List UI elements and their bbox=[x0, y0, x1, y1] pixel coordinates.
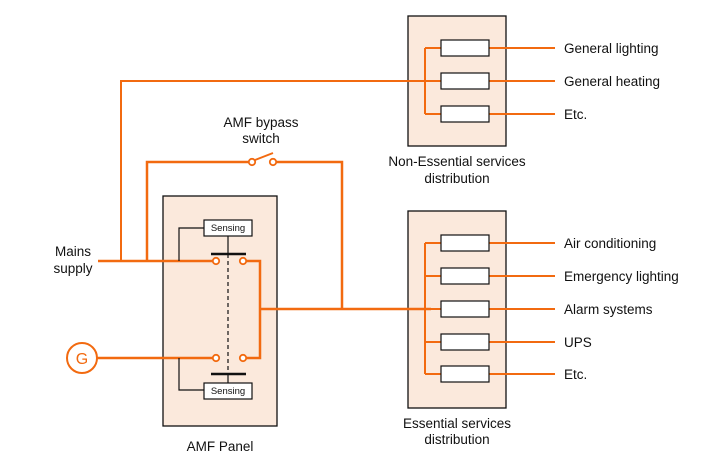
bypass-switch-blade[interactable] bbox=[254, 152, 274, 161]
circuit-label-non-essential-etc: Etc. bbox=[564, 107, 587, 122]
breaker-alarm-systems bbox=[440, 300, 490, 318]
gen-contact-out bbox=[238, 353, 248, 363]
non-essential-label-1: Non-Essential services bbox=[388, 154, 526, 169]
essential-label-2: distribution bbox=[424, 432, 489, 447]
essential-circuits bbox=[425, 234, 555, 383]
bypass-switch-label-2: switch bbox=[242, 131, 280, 146]
circuit-label-alarm-systems: Alarm systems bbox=[564, 302, 653, 317]
bypass-contact-left bbox=[247, 157, 257, 167]
circuit-label-air-conditioning: Air conditioning bbox=[564, 236, 656, 251]
bypass-right-wire bbox=[275, 160, 344, 309]
amf-panel-label: AMF Panel bbox=[187, 439, 254, 454]
circuit-label-ups: UPS bbox=[564, 335, 592, 350]
circuit-label-general-lighting: General lighting bbox=[564, 41, 659, 56]
mains-supply-label-2: supply bbox=[53, 261, 92, 276]
bypass-left-wire bbox=[145, 160, 249, 261]
sensing-label-top: Sensing bbox=[211, 223, 245, 234]
essential-label-1: Essential services bbox=[403, 416, 511, 431]
breaker-essential-etc bbox=[440, 365, 490, 383]
bypass-contact-right bbox=[268, 157, 278, 167]
generator-symbol: G bbox=[76, 351, 88, 368]
circuit-label-emergency-lighting: Emergency lighting bbox=[564, 269, 679, 284]
gen-contact-in bbox=[211, 353, 221, 363]
mains-to-non-essential-wire bbox=[120, 80, 431, 261]
mains-contact-in bbox=[211, 256, 221, 266]
circuit-label-essential-etc: Etc. bbox=[564, 367, 587, 382]
breaker-ups bbox=[440, 333, 490, 351]
circuit-label-general-heating: General heating bbox=[564, 74, 660, 89]
sensing-box-top bbox=[203, 219, 253, 237]
breaker-non-essential-etc bbox=[440, 105, 490, 123]
breaker-general-lighting bbox=[440, 39, 490, 57]
mains-supply-label-1: Mains bbox=[55, 244, 91, 259]
non-essential-label-2: distribution bbox=[424, 171, 489, 186]
non-essential-circuits bbox=[425, 39, 555, 123]
breaker-general-heating bbox=[440, 72, 490, 90]
mains-contact-out bbox=[238, 256, 248, 266]
breaker-emergency-lighting bbox=[440, 267, 490, 285]
sensing-label-bottom: Sensing bbox=[211, 386, 245, 397]
bypass-switch-label-1: AMF bypass bbox=[223, 115, 298, 130]
gen-sensing-wire bbox=[178, 358, 204, 391]
mains-sensing-wire bbox=[178, 227, 204, 261]
sensing-box-bottom bbox=[203, 382, 253, 400]
breaker-air-conditioning bbox=[440, 234, 490, 252]
